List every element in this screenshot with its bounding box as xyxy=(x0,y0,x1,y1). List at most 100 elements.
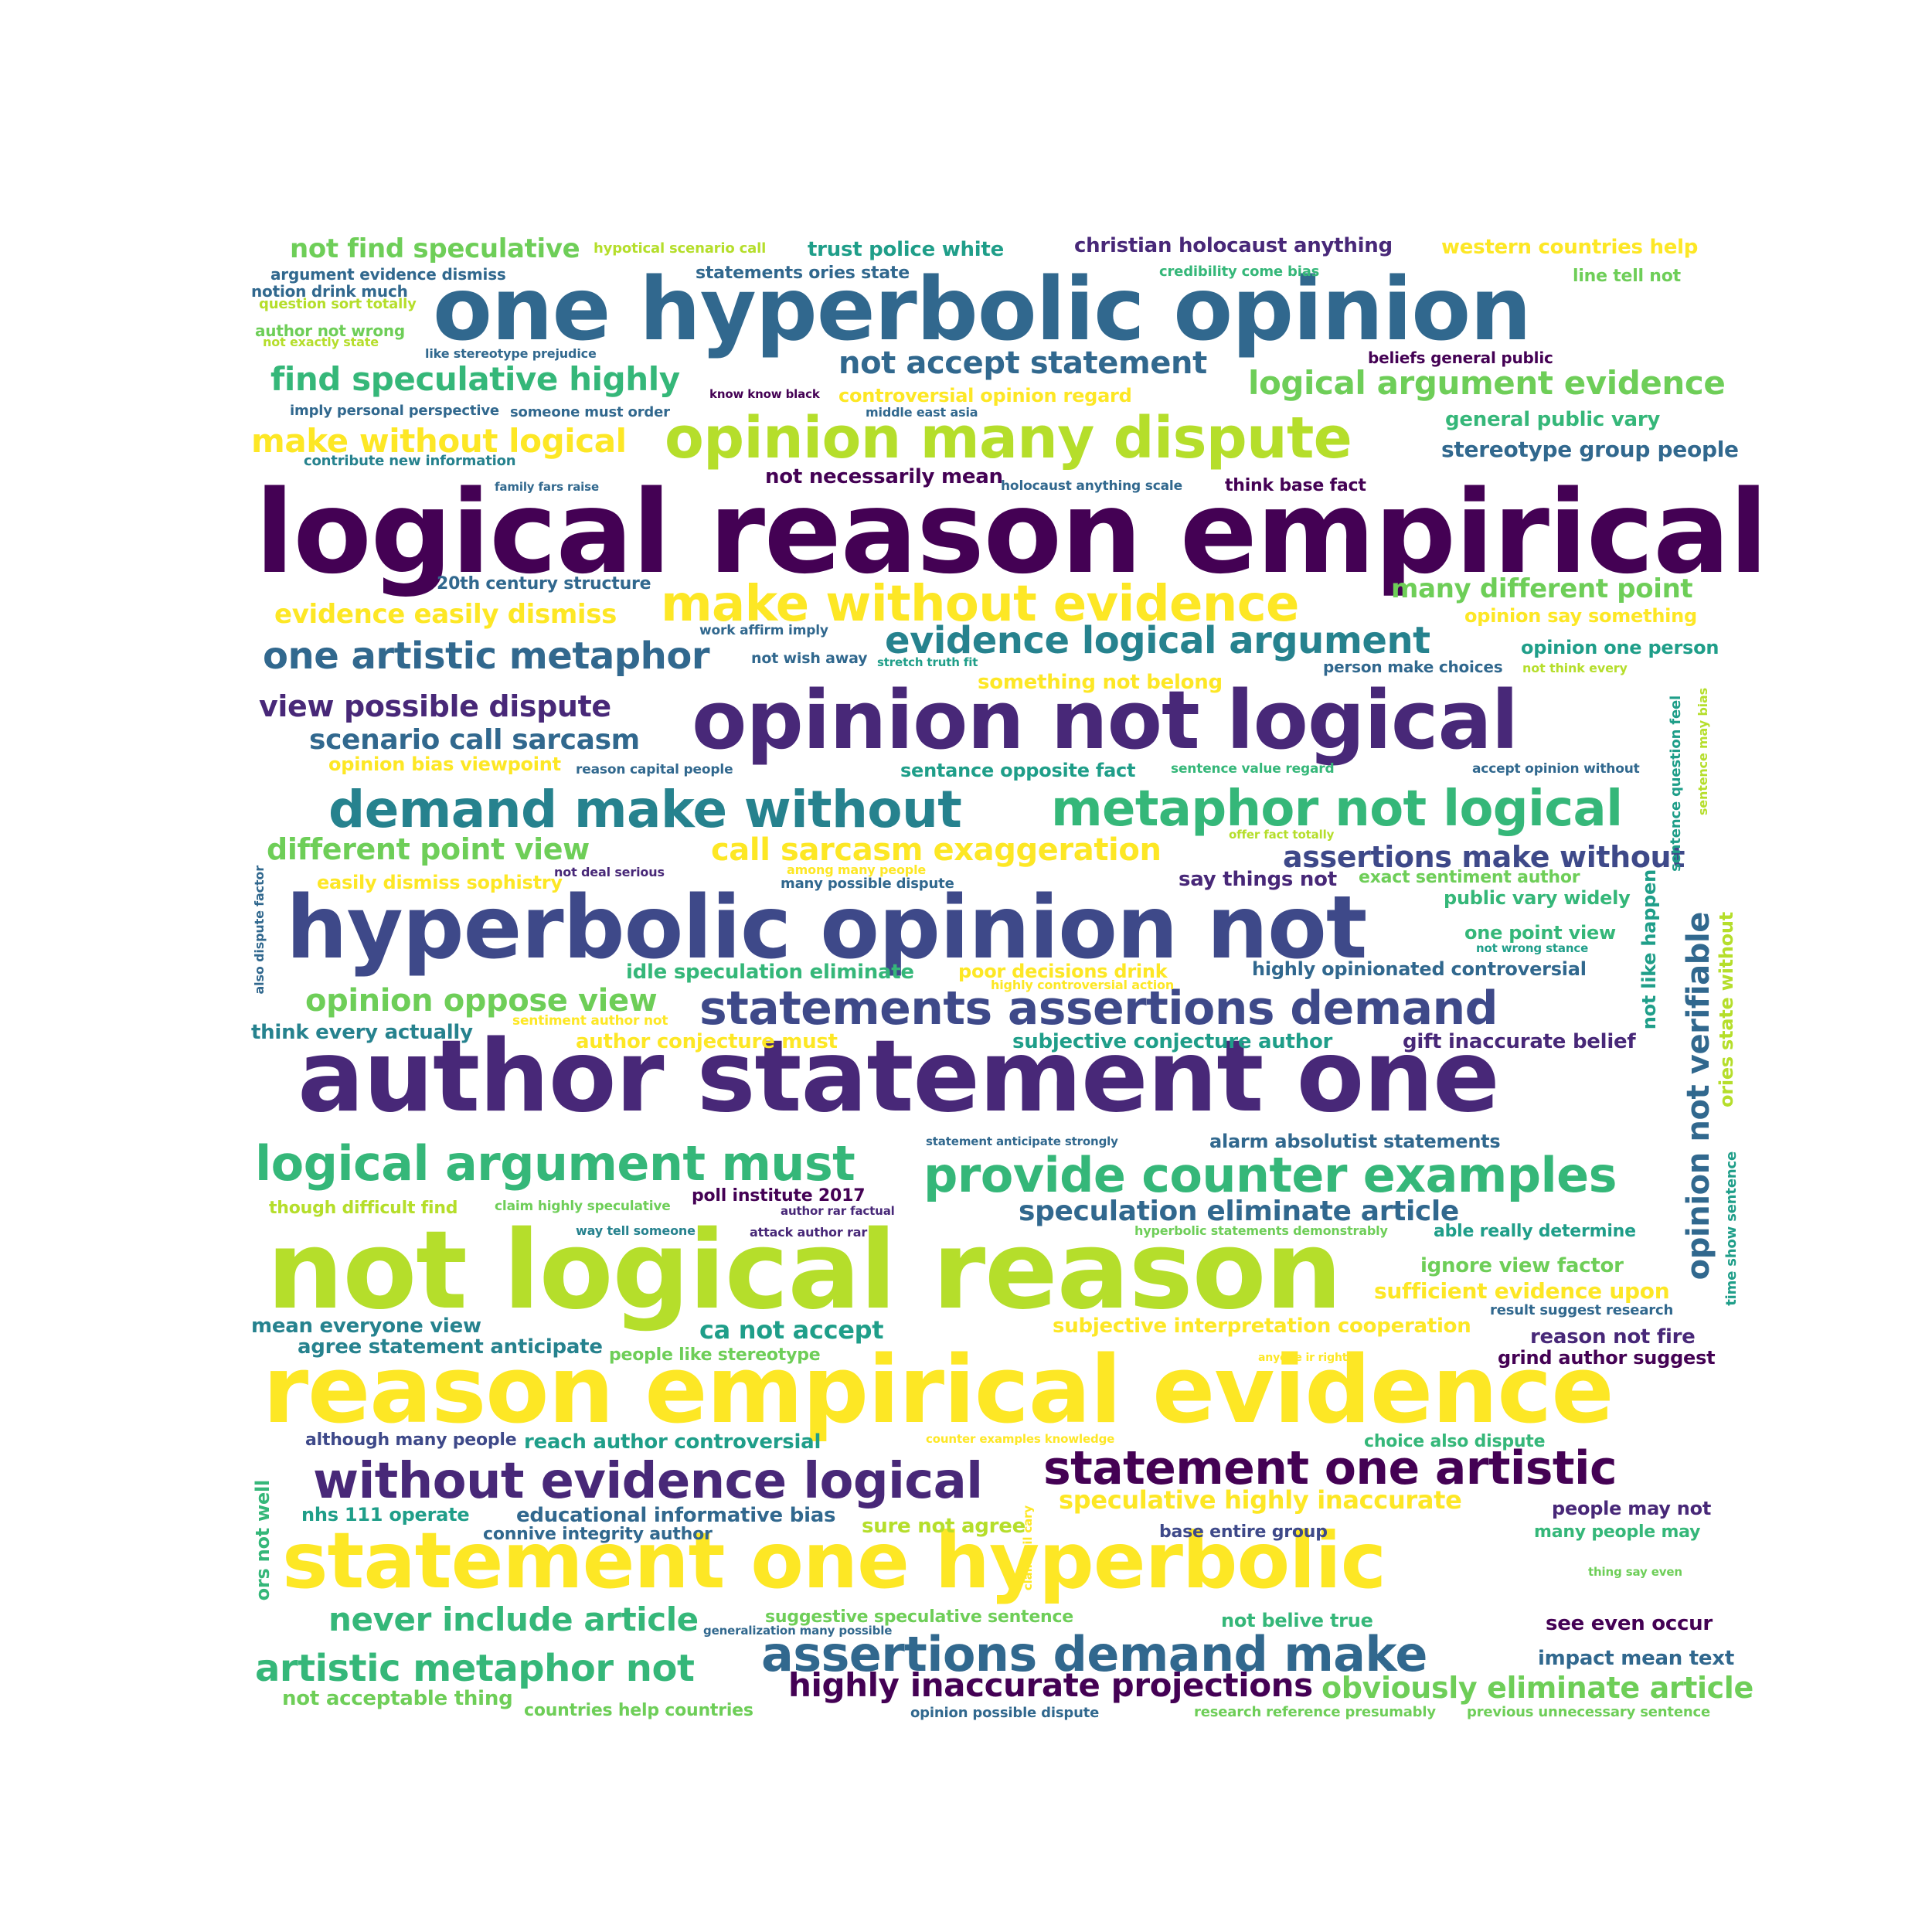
word-not-logical-reason: not logical reason xyxy=(267,1208,1342,1334)
word-among-many-people: among many people xyxy=(787,862,927,877)
word-not-accept-statement: not accept statement xyxy=(838,345,1207,381)
word-grind-author-suggest: grind author suggest xyxy=(1498,1347,1716,1369)
word-controversial-opinion-regard: controversial opinion regard xyxy=(838,385,1132,406)
word-easily-dismiss-sophistry: easily dismiss sophistry xyxy=(317,872,563,893)
word-author-not-wrong: author not wrong xyxy=(255,321,406,340)
word-view-possible-dispute: view possible dispute xyxy=(259,689,611,723)
word-ors-not-well: ors not well xyxy=(252,1480,274,1601)
word-sentance-opposite-fact: sentance opposite fact xyxy=(900,760,1136,781)
word-demand-make-without: demand make without xyxy=(328,780,962,839)
word-person-make-choices: person make choices xyxy=(1323,658,1503,676)
word-attack-author-rar: attack author rar xyxy=(750,1225,868,1240)
word-claim-highly-speculative: claim highly speculative xyxy=(495,1199,671,1214)
word-western-countries-help: western countries help xyxy=(1441,236,1699,259)
word-opinion-not-logical: opinion not logical xyxy=(692,673,1519,767)
word-opinion-say-something: opinion say something xyxy=(1464,605,1697,627)
word-call-sarcasm-exaggeration: call sarcasm exaggeration xyxy=(711,832,1162,868)
word-not-deal-serious: not deal serious xyxy=(554,865,665,879)
word-connive-integrity-author: connive integrity author xyxy=(483,1525,713,1544)
word-claim-oil-cary: claim oil cary xyxy=(1021,1505,1035,1591)
word-stretch-truth-fit: stretch truth fit xyxy=(877,655,978,669)
word-statements-ories-state: statements ories state xyxy=(696,264,910,283)
word-something-not-belong: something not belong xyxy=(978,671,1223,694)
word-line-tell-not: line tell not xyxy=(1573,267,1681,286)
word-like-stereotype-prejudice: like stereotype prejudice xyxy=(425,346,597,361)
word-reason-empirical-evidence: reason empirical evidence xyxy=(263,1337,1614,1444)
word-mean-everyone-view: mean everyone view xyxy=(251,1315,481,1338)
word-highly-opinionated-controversial: highly opinionated controversial xyxy=(1252,958,1587,980)
word-also-dispute-factor: also dispute factor xyxy=(252,866,267,995)
word-different-point-view: different point view xyxy=(267,832,590,866)
word-beliefs-general-public: beliefs general public xyxy=(1368,349,1553,367)
word-argument-evidence-dismiss: argument evidence dismiss xyxy=(270,265,506,284)
word-ories-state-without: ories state without xyxy=(1716,912,1737,1107)
word-opinion-oppose-view: opinion oppose view xyxy=(305,983,658,1019)
word-one-hyperbolic-opinion: one hyperbolic opinion xyxy=(433,260,1532,360)
word-20th-century-structure: 20th century structure xyxy=(437,574,651,594)
word-thing-say-even: thing say even xyxy=(1588,1565,1682,1579)
word-make-without-evidence: make without evidence xyxy=(661,576,1299,633)
word-result-suggest-research: result suggest research xyxy=(1490,1302,1674,1318)
word-holocaust-anything-scale: holocaust anything scale xyxy=(1001,478,1182,494)
word-say-things-not: say things not xyxy=(1179,868,1337,891)
word-not-wrong-stance: not wrong stance xyxy=(1476,941,1589,955)
word-middle-east-asia: middle east asia xyxy=(866,405,978,420)
word-not-find-speculative: not find speculative xyxy=(290,233,580,264)
word-know-know-black: know know black xyxy=(709,387,820,401)
word-not-necessarily-mean: not necessarily mean xyxy=(765,465,1003,488)
word-statements-assertions-demand: statements assertions demand xyxy=(699,981,1498,1036)
word-notion-drink-much: notion drink much xyxy=(251,282,408,301)
word-public-vary-widely: public vary widely xyxy=(1444,887,1631,909)
word-artistic-metaphor-not: artistic metaphor not xyxy=(255,1647,695,1690)
word-idle-speculation-eliminate: idle speculation eliminate xyxy=(626,961,914,984)
word-subjective-conjecture-author: subjective conjecture author xyxy=(1012,1030,1333,1053)
word-people-may-not: people may not xyxy=(1552,1498,1712,1519)
word-not-acceptable-thing: not acceptable thing xyxy=(282,1687,513,1710)
word-sentence-question-feel: sentence question feel xyxy=(1668,696,1684,872)
word-many-possible-dispute: many possible dispute xyxy=(781,876,954,892)
word-speculative-highly-inaccurate: speculative highly inaccurate xyxy=(1059,1485,1462,1515)
word-way-tell-someone: way tell someone xyxy=(576,1223,696,1238)
word-sentiment-author-not: sentiment author not xyxy=(512,1013,668,1029)
word-speculation-eliminate-article: speculation eliminate article xyxy=(1019,1196,1459,1227)
word-highly-inaccurate-projections: highly inaccurate projections xyxy=(788,1666,1313,1704)
word-gift-inaccurate-belief: gift inaccurate belief xyxy=(1403,1030,1636,1053)
word-not-belive-true: not belive true xyxy=(1221,1610,1373,1631)
word-scenario-call-sarcasm: scenario call sarcasm xyxy=(309,724,640,756)
word-exact-sentiment-author: exact sentiment author xyxy=(1359,868,1580,887)
word-highly-controversial-action: highly controversial action xyxy=(991,978,1175,992)
word-general-public-vary: general public vary xyxy=(1445,408,1661,431)
word-research-reference-presumably: research reference presumably xyxy=(1194,1704,1436,1720)
word-author-statement-one: author statement one xyxy=(298,1019,1500,1134)
word-reason-capital-people: reason capital people xyxy=(576,762,733,777)
word-assertions-make-without: assertions make without xyxy=(1283,840,1685,874)
word-author-conjecture-must: author conjecture must xyxy=(576,1030,838,1053)
word-trust-police-white: trust police white xyxy=(808,238,1004,261)
word-one-artistic-metaphor: one artistic metaphor xyxy=(263,634,710,678)
word-agree-statement-anticipate: agree statement anticipate xyxy=(298,1335,603,1359)
word-subjective-interpretation-cooperation: subjective interpretation cooperation xyxy=(1053,1315,1471,1338)
word-able-really-determine: able really determine xyxy=(1434,1222,1636,1241)
word-contribute-new-information: contribute new information xyxy=(304,453,516,469)
word-not-think-every: not think every xyxy=(1522,661,1628,675)
word-opinion-one-person: opinion one person xyxy=(1521,637,1719,658)
word-poll-institute-2017: poll institute 2017 xyxy=(692,1186,866,1206)
word-nhs-111-operate: nhs 111 operate xyxy=(301,1504,470,1526)
word-logical-argument-evidence: logical argument evidence xyxy=(1248,364,1726,402)
word-hypotical-scenario-call: hypotical scenario call xyxy=(594,240,767,257)
word-opinion-possible-dispute: opinion possible dispute xyxy=(910,1705,1100,1721)
word-people-like-stereotype: people like stereotype xyxy=(609,1345,821,1365)
word-countries-help-countries: countries help countries xyxy=(524,1701,753,1720)
word-think-every-actually: think every actually xyxy=(251,1021,473,1044)
word-many-different-point: many different point xyxy=(1391,573,1693,604)
word-someone-must-order: someone must order xyxy=(510,404,670,420)
word-evidence-easily-dismiss: evidence easily dismiss xyxy=(274,599,617,630)
word-alarm-absolutist-statements: alarm absolutist statements xyxy=(1209,1131,1501,1152)
word-provide-counter-examples: provide counter examples xyxy=(923,1147,1617,1203)
word-statement-one-artistic: statement one artistic xyxy=(1043,1441,1617,1495)
word-opinion-not-verifiable: opinion not verifiable xyxy=(1681,912,1716,1281)
word-hyperbolic-statements-demonstrably: hyperbolic statements demonstrably xyxy=(1134,1223,1388,1238)
word-make-without-logical: make without logical xyxy=(251,422,627,460)
word-see-even-occur: see even occur xyxy=(1546,1612,1713,1635)
